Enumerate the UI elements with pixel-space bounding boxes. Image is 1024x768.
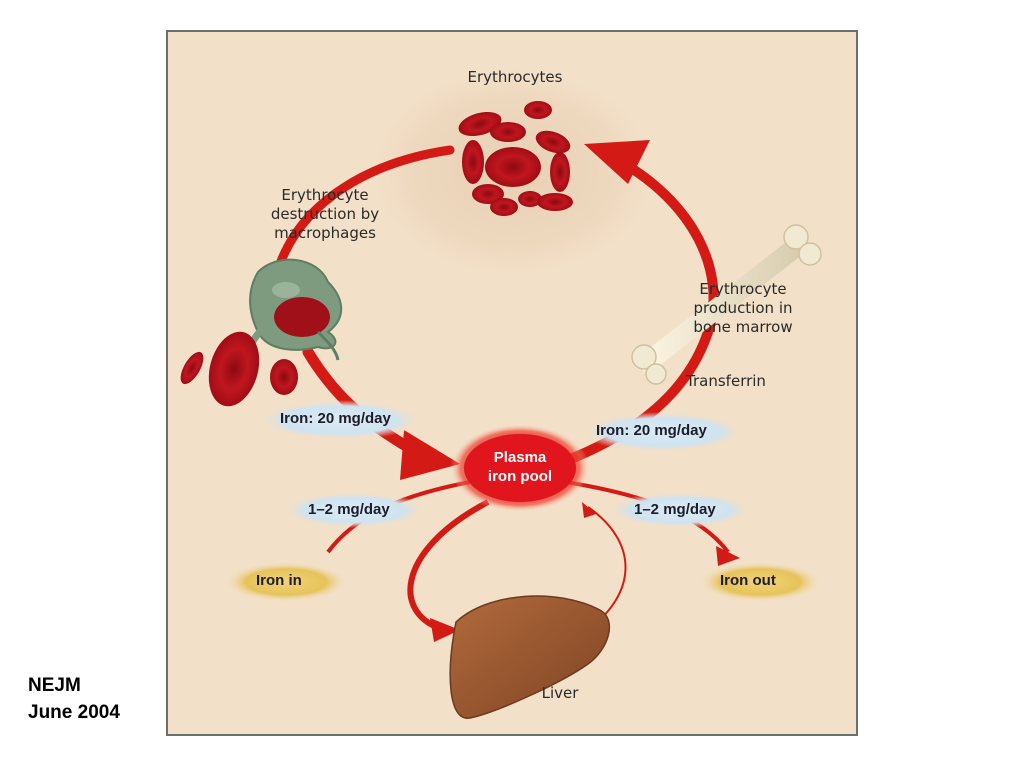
arrowhead-liver-return <box>582 502 596 518</box>
iron-out-glow <box>698 562 822 602</box>
arc-erythrocytes-to-macrophage <box>275 145 455 269</box>
bone-icon <box>631 224 822 385</box>
rate-macrophage-to-pool: Iron: 20 mg/day <box>280 410 391 427</box>
transferrin-label: Transferrin <box>686 372 766 390</box>
erythrocytes-label: Erythrocytes <box>467 68 563 86</box>
rate-cloud-loss <box>608 492 752 528</box>
rate-loss: 1–2 mg/day <box>634 501 716 518</box>
arrowhead-to-erythrocytes <box>584 140 650 184</box>
iron-in-glow <box>224 562 348 602</box>
iron-out-label: Iron out <box>720 572 776 589</box>
arrowhead-to-liver <box>430 618 460 642</box>
rate-cloud-absorption <box>282 492 426 528</box>
damaged-erythrocytes-icon <box>180 331 298 407</box>
rate-cloud-left <box>258 400 422 440</box>
plasma-iron-pool-label: Plasma iron pool <box>487 449 553 485</box>
citation-date: June 2004 <box>28 702 120 723</box>
rate-cloud-right <box>581 412 745 452</box>
citation: NEJM June 2004 <box>28 672 120 726</box>
arc-pool-to-liver <box>407 499 490 633</box>
plasma-iron-pool-node <box>464 434 576 502</box>
erythrocytes-cluster-icon <box>458 101 573 216</box>
destruction-label: Erythrocyte destruction by macrophages <box>270 186 380 242</box>
citation-journal: NEJM <box>28 675 81 696</box>
rate-absorption: 1–2 mg/day <box>308 501 390 518</box>
arrowhead-into-pool <box>400 430 460 480</box>
diagram-canvas <box>180 62 822 719</box>
liver-icon <box>449 595 611 719</box>
iron-cycle-diagram: Erythrocytes Erythrocyte destruction by … <box>166 30 858 736</box>
iron-in-label: Iron in <box>256 572 302 589</box>
production-label: Erythrocyte production in bone marrow <box>693 280 793 336</box>
liver-label: Liver <box>541 684 579 702</box>
rate-pool-to-marrow: Iron: 20 mg/day <box>596 422 707 439</box>
macrophage-icon <box>239 258 343 366</box>
arrowhead-iron-out <box>716 546 740 566</box>
